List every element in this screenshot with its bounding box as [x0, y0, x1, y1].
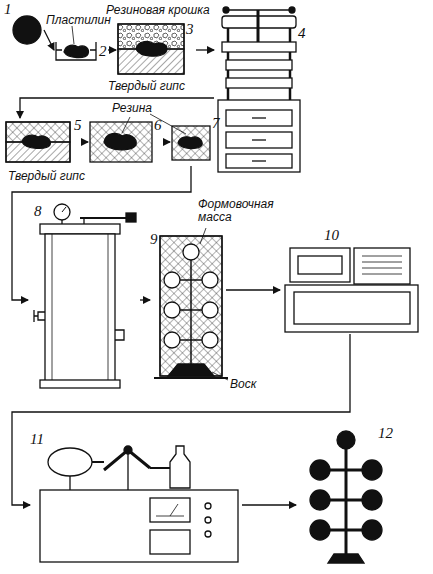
process-step: 10 — [280, 228, 422, 334]
flow-arrow — [20, 98, 214, 118]
flow-arrow — [44, 30, 54, 50]
callout-number: 12 — [378, 426, 393, 441]
callout-number: 7 — [212, 116, 220, 131]
callout-number: 3 — [186, 22, 194, 37]
part-label: Резиновая крошка — [106, 4, 218, 17]
part-label: Формовочная масса — [198, 198, 284, 224]
flow-arrow — [84, 141, 88, 142]
callout-number: 9 — [150, 232, 158, 247]
part-label: Твердый гипс — [8, 170, 108, 183]
process-step: 12 — [296, 426, 396, 566]
process-step: 3 — [116, 20, 196, 76]
part-label: Твердый гипс — [108, 80, 208, 93]
flow-arrow — [140, 299, 150, 300]
part-label: Воск — [230, 378, 280, 391]
process-step: 1 — [4, 2, 44, 46]
flow-arrow — [164, 141, 170, 142]
process-step: 4 — [214, 4, 308, 174]
part-label: Резина — [112, 102, 172, 115]
callout-number: 10 — [324, 228, 339, 243]
callout-number: 8 — [34, 204, 42, 219]
callout-number: 2 — [99, 44, 107, 59]
process-step: 6 — [88, 118, 164, 166]
callout-number: 4 — [298, 26, 306, 41]
callout-number: 11 — [30, 432, 44, 447]
process-step: 2 — [54, 36, 108, 64]
flow-arrow — [12, 166, 191, 300]
callout-number: 5 — [74, 118, 82, 133]
flow-arrow — [12, 334, 350, 505]
callout-number: 1 — [4, 2, 12, 17]
flow-arrow — [196, 49, 214, 50]
flow-arrow — [242, 504, 296, 505]
flow-arrow — [108, 49, 116, 50]
process-step: 7 — [170, 118, 222, 166]
flow-arrow — [226, 289, 280, 290]
process-step: 8 — [28, 200, 140, 390]
process-step: 5 — [4, 118, 84, 166]
process-step: 9 — [150, 232, 226, 392]
process-step: 11 — [30, 432, 242, 566]
callout-number: 6 — [154, 118, 162, 133]
